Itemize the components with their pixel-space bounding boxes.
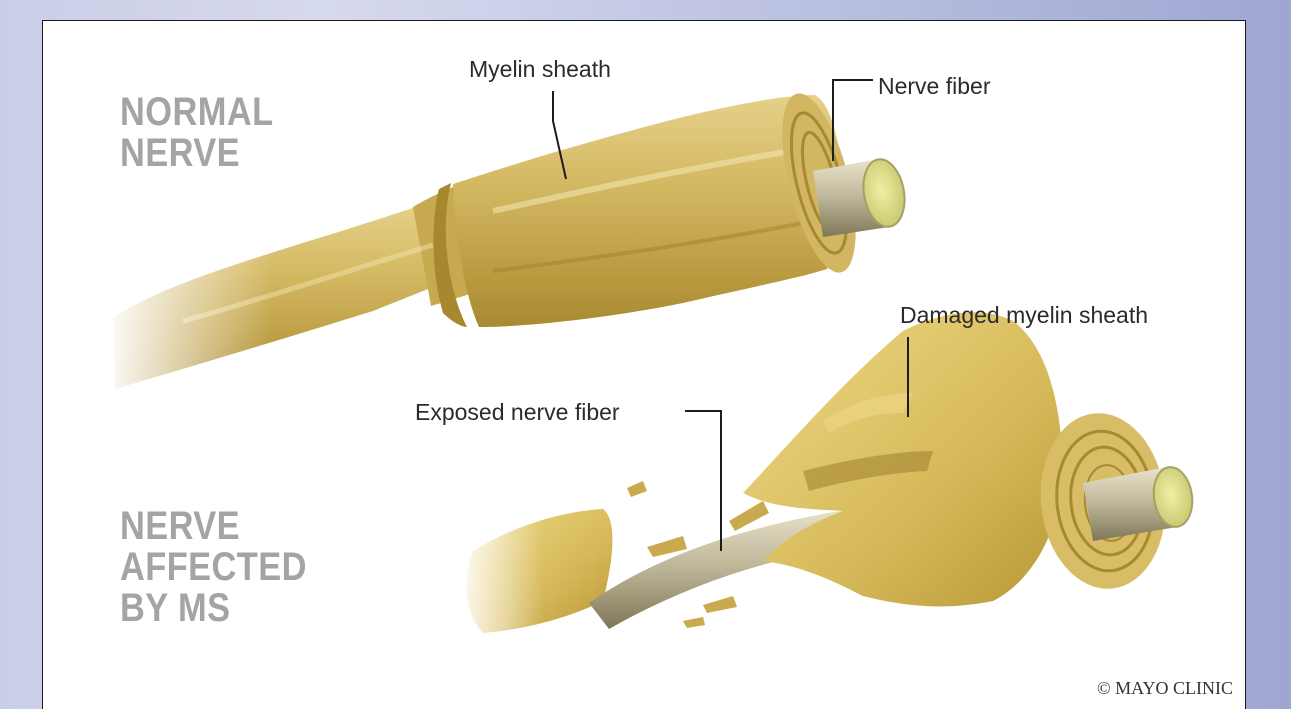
heading-normal-nerve: NORMAL NERVE: [120, 92, 274, 174]
heading-ms-line-3: BY MS: [120, 588, 307, 629]
callout-exposed-nerve-fiber: Exposed nerve fiber: [415, 399, 620, 425]
heading-normal-line-1: NORMAL: [120, 92, 274, 133]
ms-nerve: [453, 312, 1196, 651]
copyright-notice: © MAYO CLINIC: [1097, 678, 1233, 699]
heading-normal-line-2: NERVE: [120, 133, 274, 174]
callout-myelin-sheath: Myelin sheath: [469, 56, 611, 82]
heading-ms-line-2: AFFECTED: [120, 547, 307, 588]
callout-damaged-myelin-sheath: Damaged myelin sheath: [900, 302, 1148, 328]
leader-exposed-fiber: [685, 411, 721, 551]
heading-ms-line-1: NERVE: [120, 506, 307, 547]
illustration-frame: NORMAL NERVE NERVE AFFECTED BY MS Myelin…: [42, 20, 1246, 709]
callout-nerve-fiber: Nerve fiber: [878, 73, 990, 99]
heading-nerve-affected-by-ms: NERVE AFFECTED BY MS: [120, 506, 307, 629]
